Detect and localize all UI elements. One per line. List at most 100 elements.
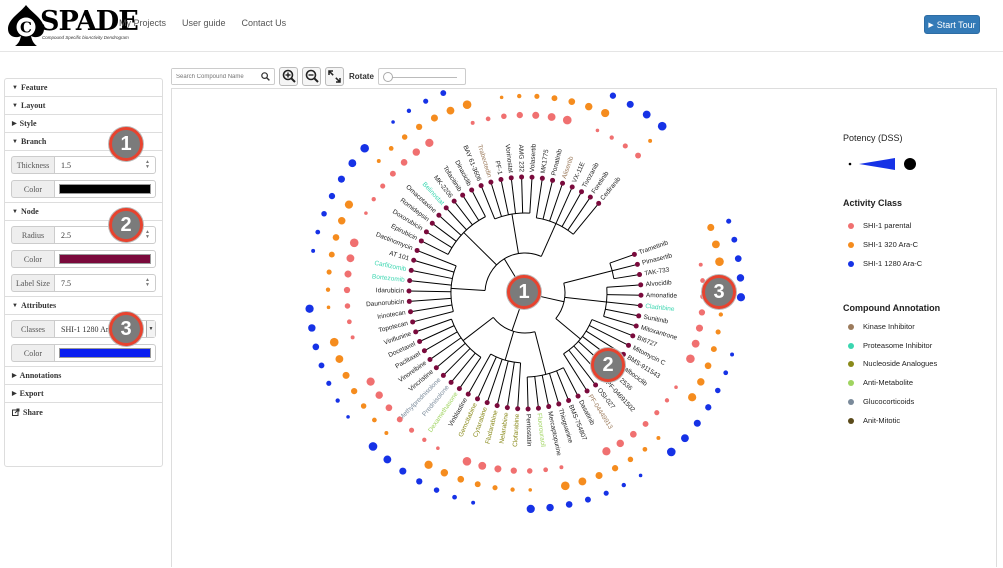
label-size-input[interactable]: 7.5▲▼ [54,274,156,292]
zoom-out-button[interactable] [302,66,321,86]
tree-branch [567,196,591,231]
activity-dot [360,403,367,409]
activity-dot [346,319,352,325]
leaf-node [575,393,581,399]
zoom-in-button[interactable] [279,66,298,86]
activity-dot [695,324,704,332]
activity-dot [691,339,700,348]
slider-handle[interactable] [382,71,393,82]
activity-dot [348,159,357,168]
section-export[interactable]: ▶Export [5,385,162,403]
activity-dot [510,487,515,492]
spinner-icon[interactable]: ▲▼ [145,278,150,288]
activity-dot [416,478,423,485]
attr-color-picker[interactable] [54,344,156,362]
circular-dendrogram[interactable]: TrametinibPimasertibTAK-733AlvocidibAmon… [172,89,998,568]
tree-branch [496,360,509,406]
activity-dot [602,447,611,456]
legend-dot [848,379,854,386]
leaf-node [414,247,420,253]
activity-dot [656,435,661,440]
nav-my-projects[interactable]: My Projects [119,18,167,28]
spinner-icon[interactable]: ▲▼ [145,230,150,240]
tree-branch [538,295,565,303]
activity-dot [704,362,712,370]
activity-dot [344,270,352,278]
compound-label: MK1775 [540,149,551,174]
nav-user-guide[interactable]: User guide [182,18,226,28]
leaf-node [429,220,435,226]
rotate-slider[interactable] [377,67,466,85]
activity-dot [616,439,624,448]
zoom-in-icon [282,69,296,83]
activity-dot [622,143,628,149]
section-annotations[interactable]: ▶Annotations [5,367,162,385]
leaf-node [560,180,566,186]
activity-dot [422,437,427,442]
search-input[interactable] [172,69,260,84]
activity-dot [715,387,721,394]
tree-branch [605,308,639,317]
compound-label: Clofarabine [512,413,521,447]
node-color-picker[interactable] [54,250,156,268]
leaf-node [436,212,442,218]
main-nav: My Projects User guide Contact Us [119,18,286,28]
tree-branch [486,359,503,403]
start-tour-button[interactable]: ▶ Start Tour [924,15,980,34]
leaf-node [638,282,644,288]
thickness-input[interactable]: 1.5▲▼ [54,156,156,174]
leaf-node [626,342,632,348]
activity-dot [372,417,377,423]
tree-branch [477,356,497,400]
leaf-node [406,288,412,294]
branch-color-picker[interactable] [54,180,156,198]
search-icon[interactable] [261,71,270,81]
activity-dot [562,115,572,125]
leaf-node [525,406,531,412]
legend-dot [848,342,854,349]
section-style[interactable]: ▶Style [5,115,162,133]
legend-item-proteasome: Proteasome Inhibitor [848,341,932,350]
compound-label: AMG 232 [517,144,525,172]
compound-label: Daunorubicin [366,298,405,308]
section-attributes[interactable]: ▼Attributes [5,297,162,315]
spinner-icon[interactable]: ▲▼ [145,160,150,170]
activity-dot [707,223,715,231]
nav-contact-us[interactable]: Contact Us [241,18,287,28]
tree-branch [535,178,543,218]
activity-dot [609,135,614,140]
legend-dot [848,222,854,229]
activity-dot [326,380,332,386]
callout-badge-3: 3 [109,312,143,346]
activity-dot [710,346,717,353]
section-branch[interactable]: ▼Branch [5,133,162,151]
activity-dot [423,98,429,104]
activity-dot [723,370,729,376]
fit-screen-button[interactable] [325,66,344,86]
tree-branch [471,189,486,217]
activity-dot [343,286,351,294]
leaf-node [456,386,462,392]
activity-dot [666,447,676,457]
tree-branch [419,325,455,342]
section-feature[interactable]: ▼Feature [5,79,162,97]
section-node[interactable]: ▼Node [5,203,162,221]
tree-branch [421,240,449,255]
leaf-node [637,303,643,309]
section-layout[interactable]: ▼Layout [5,97,162,115]
leaf-node [433,365,439,371]
app-logo[interactable]: C SPADE Compound Specific bioActivity De… [6,4,139,48]
activity-dot [400,159,408,166]
leaf-node [494,403,500,409]
potency-title: Potency (DSS) [843,133,903,143]
callout-badge-3-tree: 3 [702,275,736,309]
tree-branch [443,348,471,376]
activity-dot [681,434,689,443]
tree-branch [480,185,496,220]
activity-dot [344,303,351,309]
activity-dot [603,490,609,496]
tree-branch [591,319,633,337]
tree-branch [511,213,519,254]
section-share[interactable]: Share [5,403,162,421]
